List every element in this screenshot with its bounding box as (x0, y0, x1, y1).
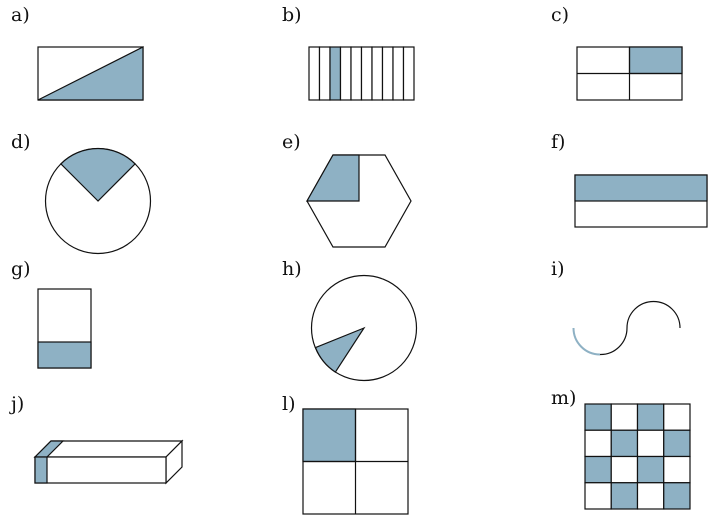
panel-l: l) (282, 393, 409, 515)
panel-c: c) (551, 4, 683, 101)
strip-b (350, 46, 363, 101)
shaded-third-g (37, 341, 92, 369)
panel-f: f) (551, 131, 708, 228)
shaded-cell-m (584, 455, 612, 484)
shaded-front-slice-j (34, 456, 48, 484)
panel-h: h) (282, 258, 418, 382)
panel-i: i) (551, 258, 681, 356)
highlighted-arc-i (572, 327, 601, 356)
shaded-triangle-a (37, 46, 144, 101)
cell-m (636, 482, 665, 510)
cell-m (610, 403, 639, 431)
strip-b (381, 46, 394, 101)
shaded-quarter-c (628, 46, 683, 75)
upper-arc-i (626, 300, 681, 329)
shaded-quarter-l (302, 408, 357, 463)
shaded-cell-m (610, 429, 639, 458)
panel-i-label: i) (551, 258, 565, 280)
shaded-cell-m (584, 403, 612, 431)
panel-g: g) (11, 258, 92, 369)
shaded-part-e (305, 154, 360, 202)
panel-m: m) (551, 387, 691, 510)
lower-right-arc-i (599, 327, 628, 356)
shaded-cell-m (610, 482, 639, 510)
strip-b (402, 46, 415, 101)
panel-c-label: c) (551, 4, 569, 26)
panel-a: a) (11, 4, 144, 101)
panel-f-label: f) (551, 131, 565, 153)
shaded-strip-b (329, 46, 342, 101)
panel-b-label: b) (282, 4, 302, 26)
cell-m (610, 455, 639, 484)
strip-b (339, 46, 352, 101)
shaded-sector-h (314, 326, 366, 373)
shaded-cell-m (663, 482, 691, 510)
shaded-cell-m (636, 403, 665, 431)
panel-j: j) (9, 393, 184, 485)
panel-d-label: d) (11, 131, 31, 153)
strips-b (308, 46, 415, 101)
cell-m (636, 429, 665, 458)
prism-front-j (34, 456, 167, 484)
cell-m (663, 455, 691, 484)
grid-m (584, 403, 691, 510)
shaded-half-f (574, 174, 708, 202)
cell-m (663, 403, 691, 431)
panel-l-label: l) (282, 393, 296, 415)
shaded-sector-d (60, 147, 136, 202)
strip-b (308, 46, 321, 101)
strip-b (360, 46, 373, 101)
panel-d: d) (11, 131, 152, 255)
cell-m (584, 429, 612, 458)
strip-b (392, 46, 405, 101)
strip-b (371, 46, 384, 101)
panel-b: b) (282, 4, 415, 101)
panel-m-label: m) (551, 387, 576, 409)
strip-b (318, 46, 331, 101)
shaded-cell-m (663, 429, 691, 458)
panel-j-label: j) (9, 393, 24, 415)
cell-m (584, 482, 612, 510)
panel-h-label: h) (282, 258, 302, 280)
panel-e-label: e) (282, 131, 301, 153)
panel-g-label: g) (11, 258, 31, 280)
shaded-cell-m (636, 455, 665, 484)
panel-a-label: a) (11, 4, 30, 26)
panel-e: e) (282, 131, 412, 248)
